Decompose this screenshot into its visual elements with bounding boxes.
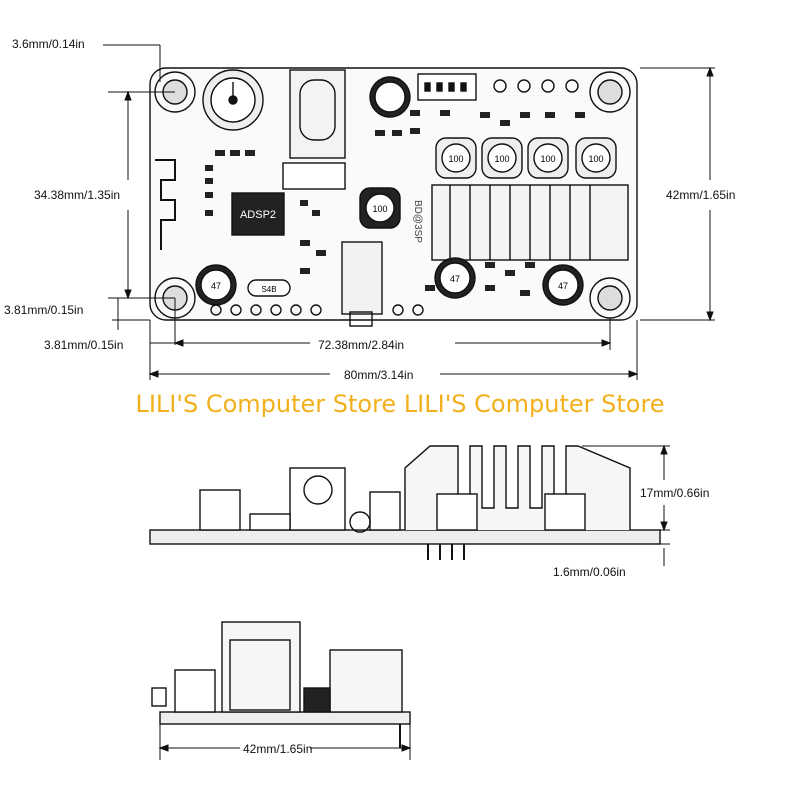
connector-pins: [424, 82, 467, 92]
end-view-board: [151, 621, 411, 748]
inductor-label-center: 100: [372, 204, 387, 214]
audio-jack: [341, 241, 383, 315]
crystal: [247, 279, 291, 297]
crystal-side: [249, 513, 291, 531]
hole-diameter-label: 3.6mm/0.14in: [12, 37, 85, 51]
inductor-label-1: 100: [448, 154, 463, 164]
header-4pin: [282, 162, 346, 190]
capacitor-bm: [434, 257, 476, 299]
hole-offset-y-label: 3.81mm/0.15in: [4, 303, 84, 317]
heatsink-top: [431, 184, 629, 261]
watermark-text: LILI'S Computer Store LILI'S Computer St…: [135, 390, 665, 418]
end-width-label: 42mm/1.65in: [243, 742, 313, 756]
dimension-lines-side: [582, 444, 670, 566]
dc-jack: [289, 69, 346, 159]
side-pins: [427, 544, 465, 560]
mounting-hole-br: [589, 277, 631, 319]
end-audio: [151, 687, 167, 707]
end-cap: [174, 669, 216, 713]
capacitor-top: [369, 76, 411, 118]
inductor-center: [359, 187, 401, 229]
side-height-label: 17mm/0.66in: [640, 486, 710, 500]
inductor-label-2: 100: [494, 154, 509, 164]
pad-row-top: [493, 79, 579, 93]
cap-label-bm: 47: [450, 274, 460, 284]
cap-side-3: [544, 493, 586, 531]
inductor-side: [369, 491, 401, 531]
cap-label-br: 47: [558, 281, 568, 291]
capacitor-bl: [195, 264, 237, 306]
board-width-label: 80mm/3.14in: [344, 368, 414, 382]
smd-parts: [205, 110, 585, 296]
hole-offset-x-label: 3.81mm/0.15in: [44, 338, 124, 352]
side-pcb: [149, 529, 661, 545]
side-view-board: [149, 445, 661, 560]
brand-label: BD@3SP: [412, 200, 423, 243]
hole-span-vertical-label: 34.38mm/1.35in: [34, 188, 121, 202]
crystal-label: S4B: [261, 285, 276, 294]
dimension-lines-end: [158, 724, 412, 760]
top-view-board: [149, 67, 638, 327]
hole-span-horizontal-label: 72.38mm/2.84in: [318, 338, 405, 352]
capacitor-br: [542, 264, 584, 306]
dcjack-side: [289, 467, 346, 531]
mounting-hole-tr: [589, 71, 631, 113]
potentiometer: [202, 69, 264, 131]
end-inductor: [303, 687, 331, 713]
cap-label-bl: 47: [211, 281, 221, 291]
inductor-1: [435, 137, 477, 179]
dimension-lines-top: [103, 44, 715, 380]
inductor-2: [481, 137, 523, 179]
inductor-4: [575, 137, 617, 179]
end-pcb: [159, 711, 411, 725]
cap-side-2: [436, 493, 478, 531]
end-dcjack: [221, 621, 301, 713]
inductor-label-4: 100: [588, 154, 603, 164]
antenna-trace: [155, 159, 176, 250]
dsp-chip: [231, 192, 285, 236]
board-height-label: 42mm/1.65in: [666, 188, 736, 202]
cap-side-1: [199, 489, 241, 531]
inductor-3: [527, 137, 569, 179]
pcb-thickness-label: 1.6mm/0.06in: [553, 565, 626, 579]
audiojack-side: [349, 511, 371, 533]
pad-row-bottom: [210, 304, 424, 316]
chip-label: ADSP2: [240, 209, 276, 221]
end-heatsink: [329, 649, 403, 713]
audio-jack-tab: [349, 311, 373, 327]
inductor-label-3: 100: [540, 154, 555, 164]
